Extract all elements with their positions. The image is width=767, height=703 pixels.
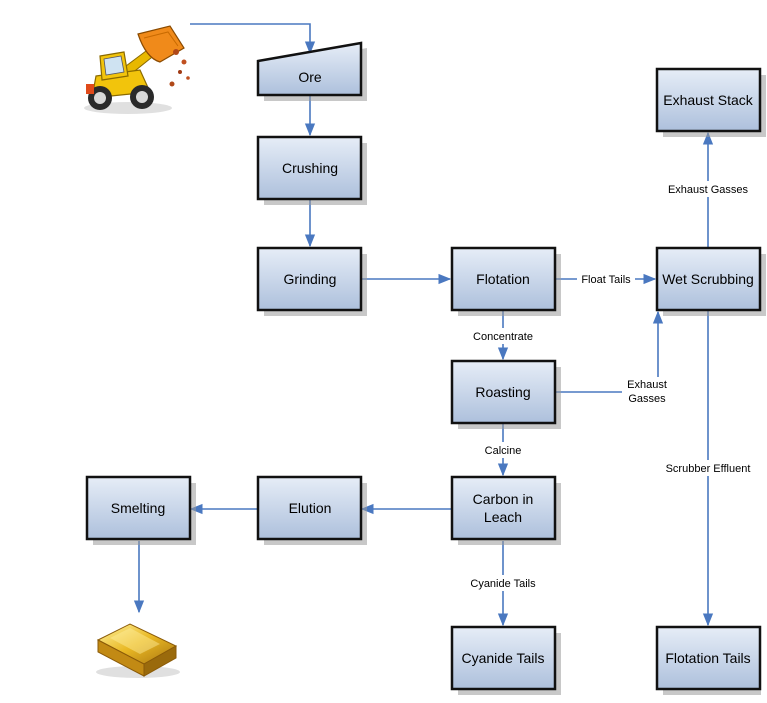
- node-label-flotation: Flotation: [476, 271, 530, 287]
- front-loader-icon: [84, 25, 190, 114]
- edge-loader-to-ore: [190, 23, 316, 55]
- node-label-elution: Elution: [289, 500, 332, 516]
- node-label-roasting: Roasting: [475, 384, 530, 400]
- node-roasting[interactable]: Roasting: [450, 359, 561, 429]
- node-smelting[interactable]: Smelting: [85, 475, 196, 545]
- node-exhaust-stack[interactable]: Exhaust Stack: [655, 67, 766, 137]
- node-flotation[interactable]: Flotation: [450, 246, 561, 316]
- edge-label-exhaust-line1: Exhaust: [627, 379, 667, 391]
- node-crushing[interactable]: Crushing: [256, 135, 367, 205]
- node-label-carbon-in-line1: Carbon in: [473, 491, 534, 507]
- edges: [133, 23, 714, 627]
- edge-labels: Float Tails Exhaust Gasses Concentrate E…: [463, 181, 758, 591]
- node-label-crushing: Crushing: [282, 160, 338, 176]
- edge-label-cyanide-tails: Cyanide Tails: [470, 578, 536, 590]
- edge-label-calcine: Calcine: [485, 445, 522, 457]
- node-elution[interactable]: Elution: [256, 475, 367, 545]
- edge-label-float-tails: Float Tails: [581, 274, 631, 286]
- node-label-grinding: Grinding: [284, 271, 337, 287]
- edge-label-concentrate: Concentrate: [473, 331, 533, 343]
- node-label-carbon-in-line2: Leach: [484, 509, 522, 525]
- node-grinding[interactable]: Grinding: [256, 246, 367, 316]
- node-ore[interactable]: Ore: [256, 41, 367, 101]
- edge-label-exhaust-line2: Gasses: [628, 393, 666, 405]
- node-carbon-in-leach[interactable]: Carbon in Leach: [450, 475, 561, 545]
- node-flotation-tails[interactable]: Flotation Tails: [655, 625, 762, 695]
- node-label-cyanide-tails: Cyanide Tails: [461, 650, 544, 666]
- node-wet-scrubbing[interactable]: Wet Scrubbing: [655, 246, 766, 316]
- gold-bar-icon: [96, 623, 180, 678]
- node-label-ore: Ore: [298, 69, 322, 85]
- node-label-smelting: Smelting: [111, 500, 165, 516]
- node-cyanide-tails[interactable]: Cyanide Tails: [450, 625, 561, 695]
- node-label-exhaust-stack: Exhaust Stack: [663, 92, 753, 108]
- node-label-flotation-tails: Flotation Tails: [665, 650, 750, 666]
- edge-label-exhaust-gasses-top: Exhaust Gasses: [668, 184, 749, 196]
- edge-label-scrubber-effluent: Scrubber Effluent: [666, 463, 751, 475]
- node-label-wet-scrubbing: Wet Scrubbing: [662, 271, 754, 287]
